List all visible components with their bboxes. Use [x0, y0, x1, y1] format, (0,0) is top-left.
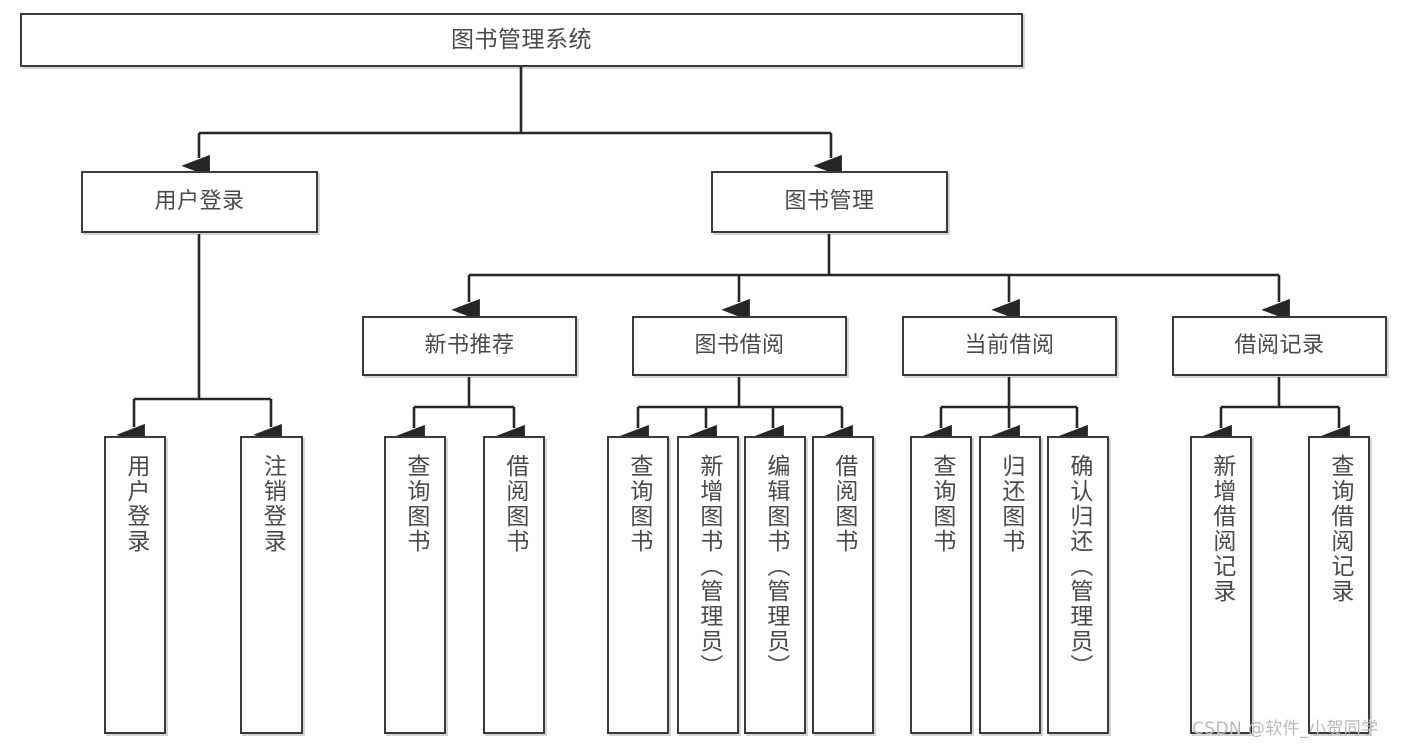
node-root-label: 图书管理系统	[451, 26, 592, 53]
node-book-borrow[interactable]: 图书借阅	[632, 316, 847, 376]
leaf-add-record-label: 新增借阅记录	[1208, 454, 1235, 604]
leaf-borrow-book-1[interactable]: 借阅图书	[483, 436, 545, 734]
node-new-book-recommend[interactable]: 新书推荐	[362, 316, 577, 376]
watermark: CSDN @软件_小贺同学	[1192, 719, 1379, 739]
leaf-query-book-1[interactable]: 查询图书	[384, 436, 446, 734]
leaf-return-book[interactable]: 归还图书	[979, 436, 1041, 734]
leaf-return-book-label: 归还图书	[997, 454, 1024, 554]
node-current-borrow-label: 当前借阅	[964, 333, 1055, 359]
leaf-borrow-book-2[interactable]: 借阅图书	[812, 436, 874, 734]
node-borrow-record-label: 借阅记录	[1234, 333, 1325, 359]
node-current-borrow[interactable]: 当前借阅	[902, 316, 1117, 376]
leaf-query-book-1-label: 查询图书	[402, 454, 429, 554]
leaf-logout-login-label: 注销登录	[259, 454, 286, 554]
leaf-edit-book-label: 编辑图书（管理员）	[762, 454, 789, 679]
node-user-login[interactable]: 用户登录	[81, 171, 318, 233]
node-user-login-label: 用户登录	[154, 189, 245, 215]
node-new-book-recommend-label: 新书推荐	[424, 333, 515, 359]
node-book-borrow-label: 图书借阅	[694, 333, 785, 359]
leaf-add-book[interactable]: 新增图书（管理员）	[677, 436, 739, 734]
leaf-query-book-3[interactable]: 查询图书	[910, 436, 972, 734]
node-borrow-record[interactable]: 借阅记录	[1172, 316, 1387, 376]
node-book-manage-label: 图书管理	[784, 189, 875, 215]
node-book-manage[interactable]: 图书管理	[711, 171, 948, 233]
leaf-query-book-3-label: 查询图书	[928, 454, 955, 554]
leaf-query-record-label: 查询借阅记录	[1326, 454, 1353, 604]
leaf-query-book-2-label: 查询图书	[625, 454, 652, 554]
leaf-add-record[interactable]: 新增借阅记录	[1190, 436, 1252, 734]
leaf-user-login[interactable]: 用户登录	[104, 436, 166, 734]
leaf-borrow-book-1-label: 借阅图书	[501, 454, 528, 554]
leaf-edit-book[interactable]: 编辑图书（管理员）	[744, 436, 806, 734]
node-root[interactable]: 图书管理系统	[20, 13, 1023, 67]
leaf-borrow-book-2-label: 借阅图书	[830, 454, 857, 554]
leaf-query-book-2[interactable]: 查询图书	[607, 436, 669, 734]
leaf-user-login-label: 用户登录	[122, 454, 149, 554]
leaf-confirm-return-label: 确认归还（管理员）	[1065, 454, 1092, 679]
leaf-query-record[interactable]: 查询借阅记录	[1308, 436, 1370, 734]
leaf-logout-login[interactable]: 注销登录	[240, 436, 303, 734]
leaf-confirm-return[interactable]: 确认归还（管理员）	[1047, 436, 1109, 734]
leaf-add-book-label: 新增图书（管理员）	[695, 454, 722, 679]
